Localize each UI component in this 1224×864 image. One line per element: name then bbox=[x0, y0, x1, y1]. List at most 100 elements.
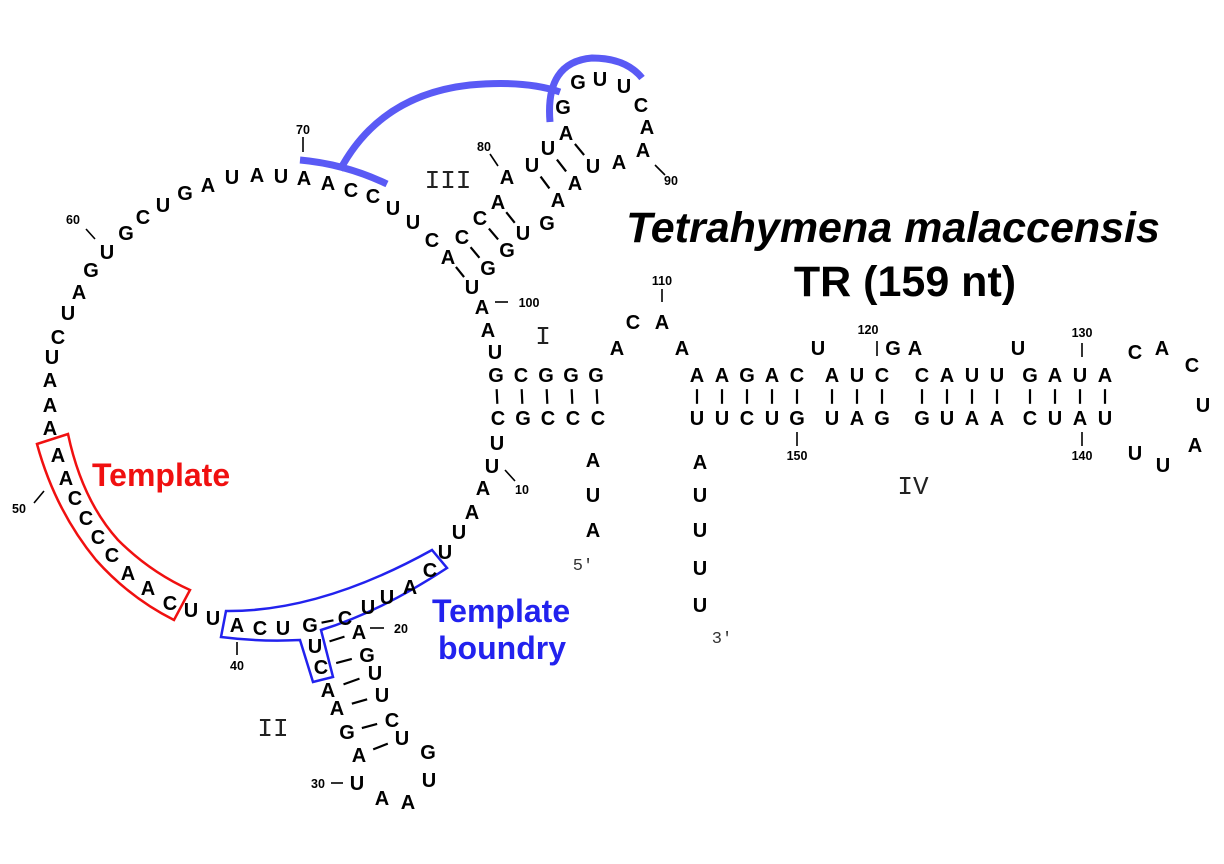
nucleotide-122: A bbox=[908, 338, 922, 360]
base-pair-36-20 bbox=[329, 635, 345, 643]
nucleotide-96: U bbox=[516, 223, 530, 245]
base-pair-82-93 bbox=[556, 158, 567, 173]
position-label-130: 130 bbox=[1072, 326, 1093, 340]
position-tick-10 bbox=[504, 469, 516, 482]
nucleotide-153: U bbox=[715, 408, 729, 430]
nucleotide-100: A bbox=[475, 297, 489, 319]
nucleotide-109: C bbox=[626, 312, 640, 334]
base-pair-33-23 bbox=[351, 698, 368, 705]
nucleotide-65: A bbox=[201, 175, 215, 197]
nucleotide-139: U bbox=[1098, 408, 1112, 430]
nucleotide-27: U bbox=[422, 770, 436, 792]
nucleotide-126: U bbox=[990, 365, 1004, 387]
base-pair-79-96 bbox=[505, 211, 516, 224]
nucleotide-30: U bbox=[350, 773, 364, 795]
nucleotide-61: G bbox=[118, 223, 134, 245]
nucleotide-107: G bbox=[588, 365, 604, 387]
position-label-80: 80 bbox=[477, 140, 491, 154]
nucleotide-40: A bbox=[230, 615, 244, 637]
nucleotide-99: U bbox=[465, 277, 479, 299]
position-label-70: 70 bbox=[296, 123, 310, 137]
base-pair-76-99 bbox=[455, 266, 465, 278]
position-label-60: 60 bbox=[66, 213, 80, 227]
template-boundary-label-line1: Template bbox=[432, 593, 570, 629]
template-boundary-box bbox=[219, 548, 449, 684]
nucleotide-90: A bbox=[636, 140, 650, 162]
nucleotide-15: C bbox=[423, 560, 437, 582]
position-label-140: 140 bbox=[1072, 449, 1093, 463]
nucleotide-24: C bbox=[385, 710, 399, 732]
position-tick-90 bbox=[654, 164, 666, 176]
position-ticks bbox=[33, 137, 1083, 784]
nucleotide-159: U bbox=[693, 595, 707, 617]
nucleotide-53: A bbox=[43, 395, 57, 417]
nucleotides: AUACCCGCUUAAUUCAUUCAGUUCUGUAAUAGAACUGUCA… bbox=[43, 69, 1210, 814]
nucleotide-45: A bbox=[121, 563, 135, 585]
nucleotide-43: C bbox=[163, 593, 177, 615]
pseudoknot-strand-2 bbox=[546, 54, 645, 123]
base-pair-bonds bbox=[321, 143, 1107, 751]
nucleotide-113: A bbox=[715, 365, 729, 387]
nucleotide-91: A bbox=[612, 152, 626, 174]
nucleotide-70: A bbox=[321, 173, 335, 195]
position-label-40: 40 bbox=[230, 659, 244, 673]
nucleotide-127: U bbox=[1011, 338, 1025, 360]
pseudoknot-connector bbox=[336, 80, 562, 172]
nucleotide-41: U bbox=[206, 608, 220, 630]
nucleotide-128: G bbox=[1022, 365, 1038, 387]
nucleotide-56: C bbox=[51, 327, 65, 349]
nucleotide-31: A bbox=[352, 745, 366, 767]
nucleotide-28: A bbox=[401, 792, 415, 814]
nucleotide-151: U bbox=[765, 408, 779, 430]
nucleotide-64: G bbox=[177, 183, 193, 205]
nucleotide-58: A bbox=[72, 282, 86, 304]
nucleotide-146: G bbox=[914, 408, 930, 430]
nucleotide-145: U bbox=[940, 408, 954, 430]
position-label-100: 100 bbox=[519, 296, 540, 310]
nucleotide-12: A bbox=[465, 502, 479, 524]
position-label-150: 150 bbox=[787, 449, 808, 463]
template-label: Template bbox=[92, 457, 230, 493]
nucleotide-158: U bbox=[693, 558, 707, 580]
base-pair-78-97 bbox=[488, 227, 499, 241]
nucleotide-62: C bbox=[136, 207, 150, 229]
base-pair-103-8 bbox=[495, 389, 499, 404]
nucleotide-6: C bbox=[541, 408, 555, 430]
nucleotide-57: U bbox=[61, 303, 75, 325]
nucleotide-114: G bbox=[739, 365, 755, 387]
nucleotide-111: A bbox=[675, 338, 689, 360]
nucleotide-136: A bbox=[1188, 435, 1202, 457]
nucleotide-147: G bbox=[874, 408, 890, 430]
nucleotide-156: U bbox=[693, 485, 707, 507]
nucleotide-144: A bbox=[965, 408, 979, 430]
position-label-20: 20 bbox=[394, 622, 408, 636]
nucleotide-117: U bbox=[811, 338, 825, 360]
nucleotide-52: A bbox=[43, 418, 57, 440]
nucleotide-102: U bbox=[488, 342, 502, 364]
nucleotide-157: U bbox=[693, 520, 707, 542]
template-box bbox=[35, 432, 192, 622]
template-boundary-label-line2: boundry bbox=[438, 630, 566, 666]
nucleotide-82: U bbox=[541, 138, 555, 160]
nucleotide-22: U bbox=[368, 663, 382, 685]
pseudoknot-lines bbox=[299, 54, 645, 188]
nucleotide-54: A bbox=[43, 370, 57, 392]
nucleotide-79: A bbox=[491, 192, 505, 214]
base-pair-77-98 bbox=[469, 246, 481, 259]
nucleotide-131: A bbox=[1098, 365, 1112, 387]
nucleotide-135: U bbox=[1196, 395, 1210, 417]
base-pair-32-24 bbox=[361, 722, 378, 730]
nucleotide-129: A bbox=[1048, 365, 1062, 387]
nucleotide-2: U bbox=[586, 485, 600, 507]
base-pair-105-6 bbox=[545, 389, 549, 404]
nucleotide-93: A bbox=[568, 173, 582, 195]
base-pair-37-19 bbox=[321, 619, 334, 624]
nucleotide-130: U bbox=[1073, 365, 1087, 387]
nucleotide-32: G bbox=[339, 722, 355, 744]
nucleotide-5: C bbox=[566, 408, 580, 430]
nucleotide-132: C bbox=[1128, 342, 1142, 364]
nucleotide-138: U bbox=[1128, 443, 1142, 465]
nucleotide-112: A bbox=[690, 365, 704, 387]
nucleotide-83: A bbox=[559, 123, 573, 145]
